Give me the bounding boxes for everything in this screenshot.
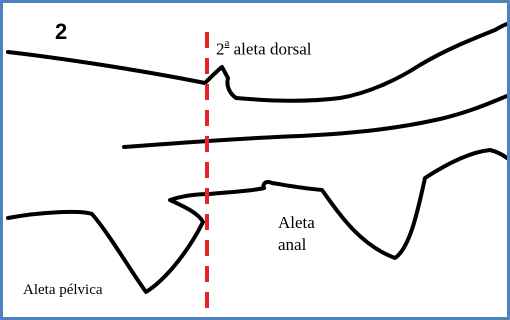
figure-number: 2 bbox=[55, 19, 67, 45]
dorsal-label-number: 2 bbox=[216, 40, 225, 59]
label-anal-fin: Aleta anal bbox=[278, 212, 315, 256]
anal-label-line2: anal bbox=[278, 234, 315, 256]
dorsal-outline bbox=[8, 24, 507, 101]
ventral-outline bbox=[8, 150, 507, 292]
body-midline bbox=[124, 96, 507, 147]
label-second-dorsal-fin: 2a aleta dorsal bbox=[216, 39, 312, 60]
dorsal-label-text: aleta dorsal bbox=[234, 40, 312, 59]
label-pelvic-fin: Aleta pélvica bbox=[20, 282, 106, 300]
dorsal-label-ordinal: a bbox=[225, 37, 230, 49]
anal-label-line1: Aleta bbox=[278, 212, 315, 234]
